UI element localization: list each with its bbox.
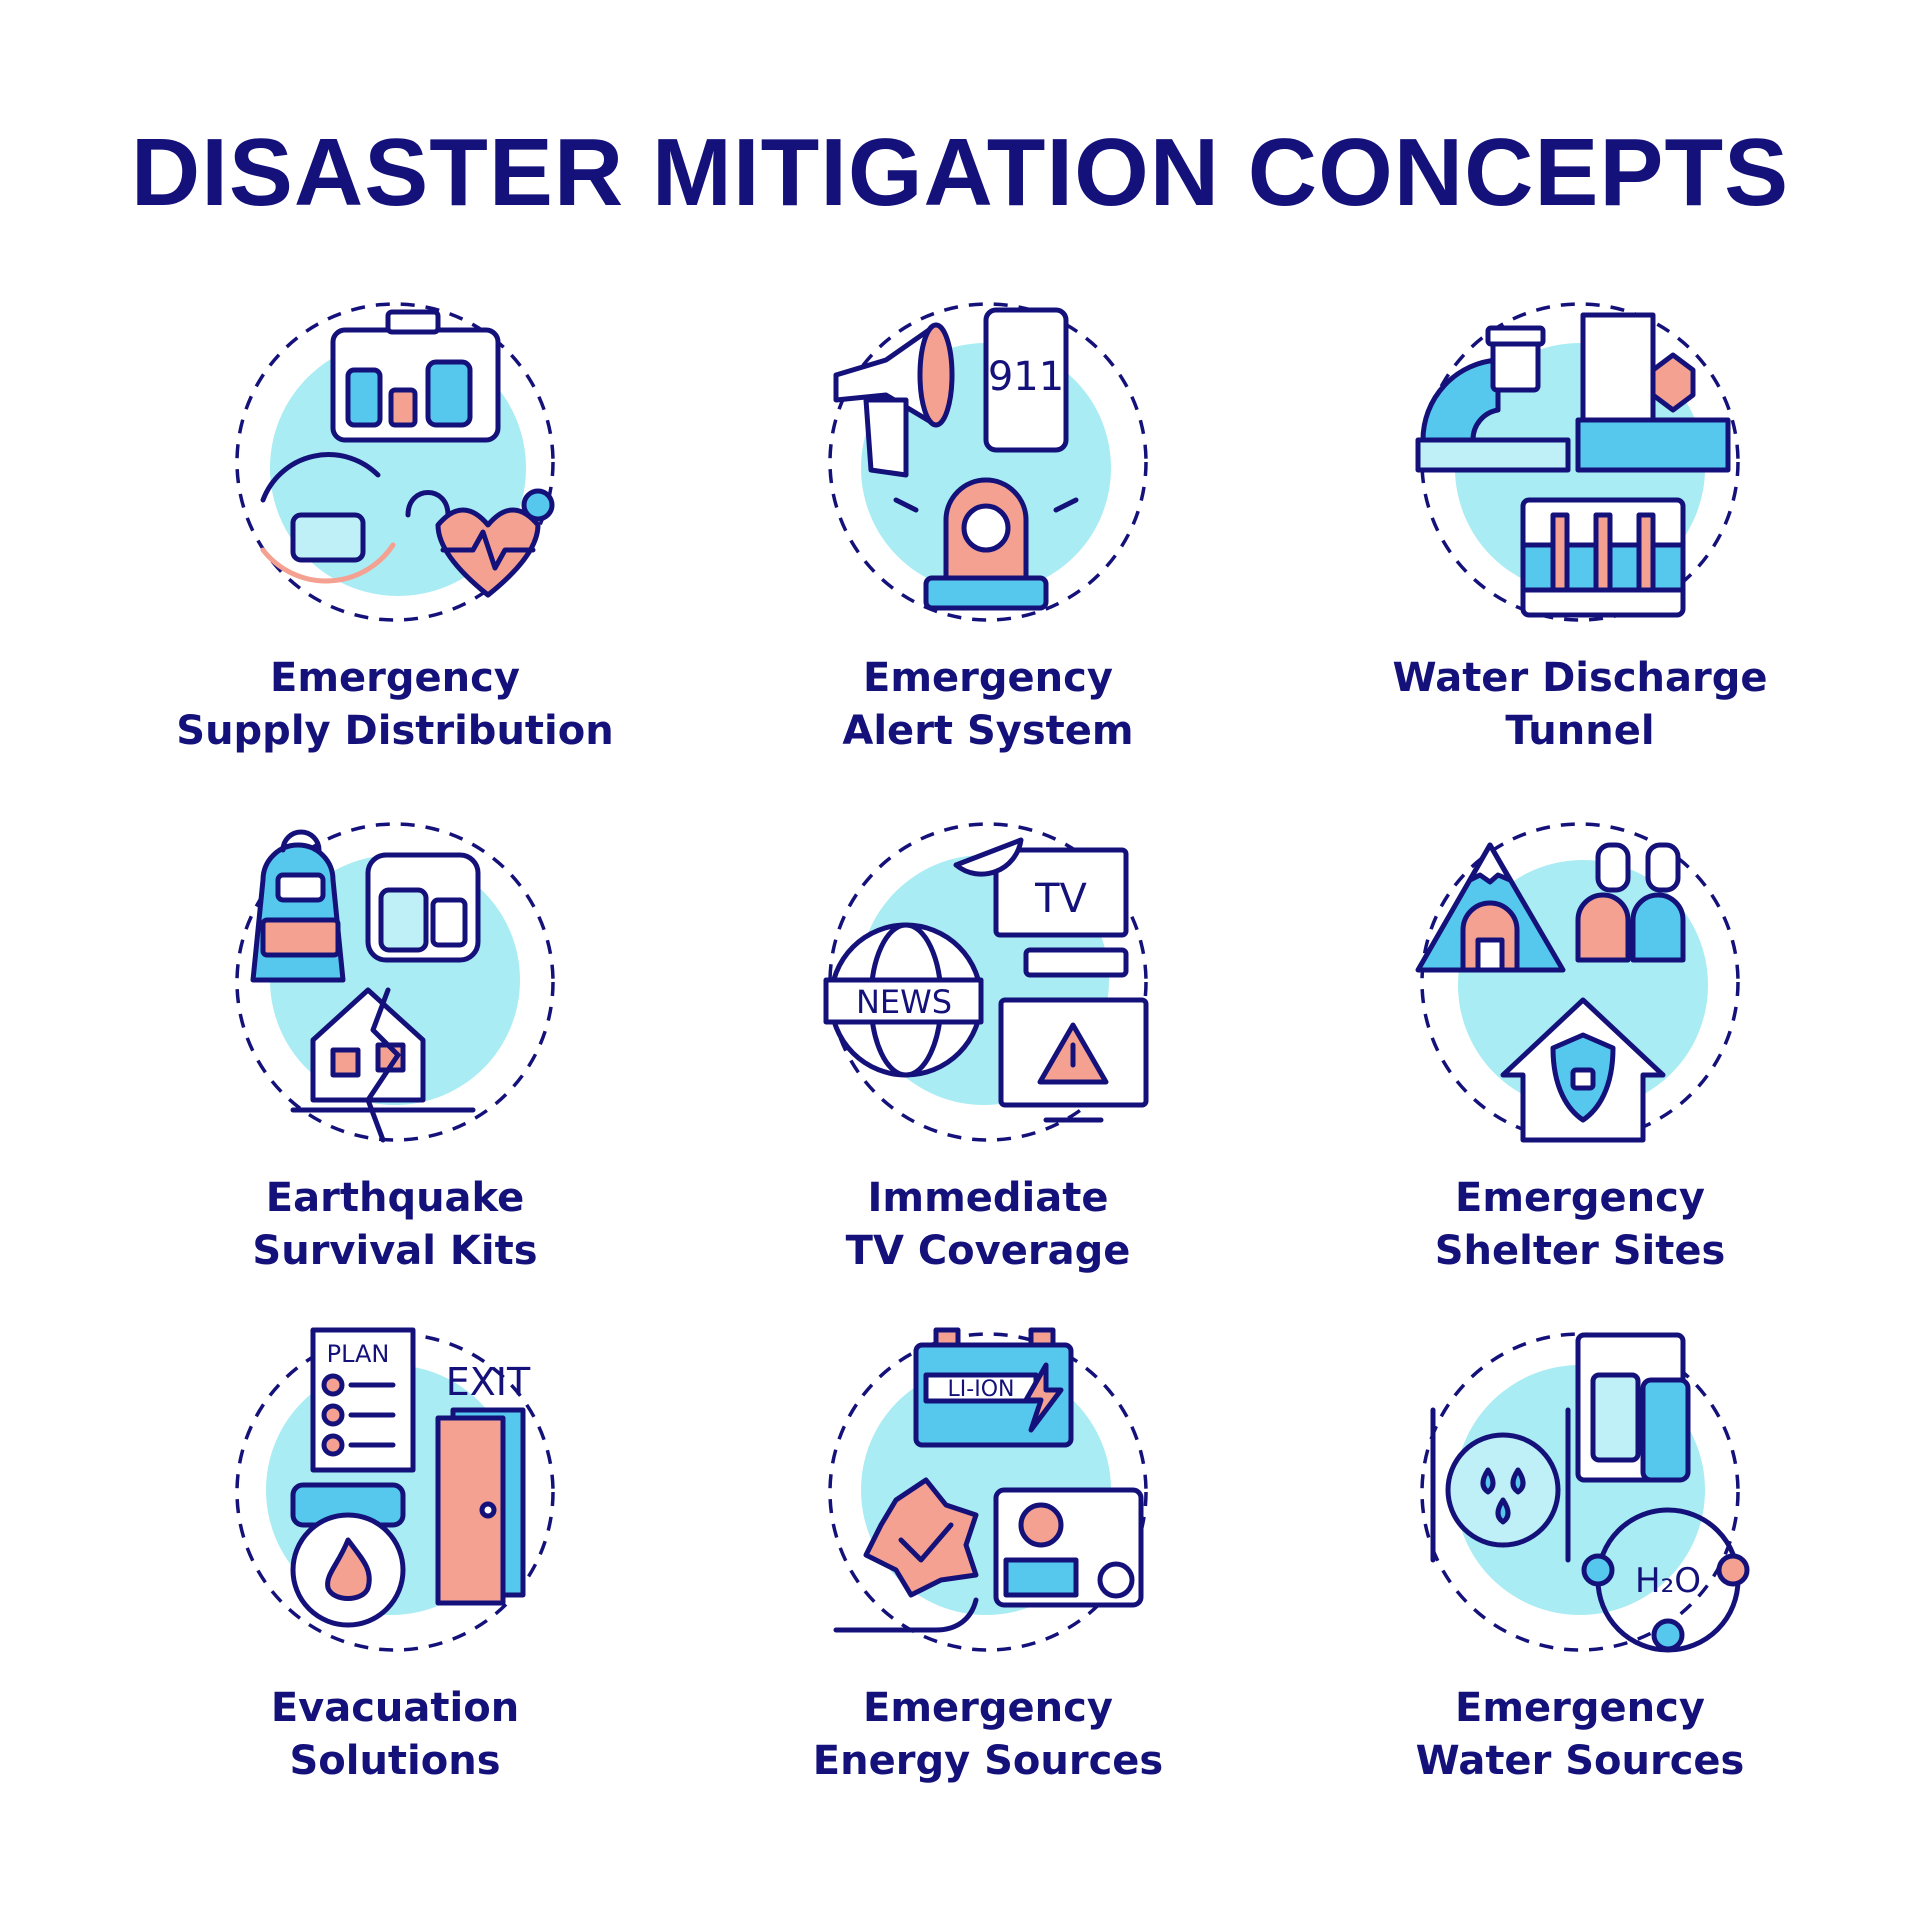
svg-text:TV: TV <box>1034 876 1087 922</box>
svg-text:H₂O: H₂O <box>1635 1561 1701 1601</box>
alert-system-icon: 911 <box>828 302 1148 622</box>
supply-distribution-icon <box>235 302 555 622</box>
water-discharge-tunnel-icon <box>1415 302 1740 622</box>
svg-text:PLAN: PLAN <box>327 1340 390 1368</box>
evacuation-icon: PLAN EXIT <box>235 1327 555 1652</box>
svg-text:EXIT: EXIT <box>446 1360 531 1404</box>
tv-coverage-icon: TV NEWS <box>823 822 1149 1142</box>
energy-sources-icon: LI-ION <box>828 1327 1148 1652</box>
survival-kit-icon <box>235 822 555 1143</box>
page-title: DISASTER MITIGATION CONCEPTS <box>130 119 1790 226</box>
svg-text:NEWS: NEWS <box>856 983 952 1021</box>
shelter-sites-icon <box>1415 822 1740 1143</box>
svg-text:911: 911 <box>988 354 1064 400</box>
water-sources-icon: H₂O <box>1420 1332 1750 1653</box>
svg-text:LI-ION: LI-ION <box>948 1377 1015 1402</box>
